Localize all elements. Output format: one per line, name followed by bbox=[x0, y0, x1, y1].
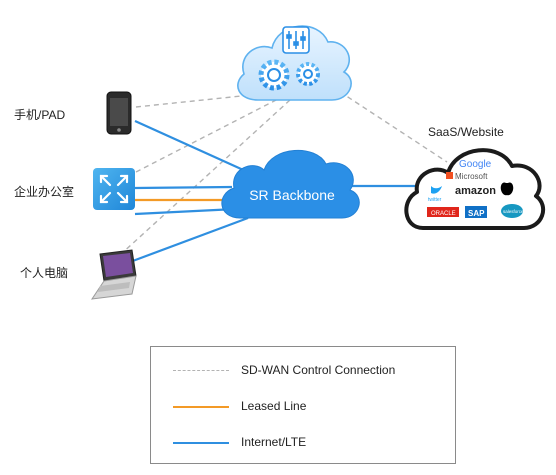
saas-label: SaaS/Website bbox=[428, 125, 504, 139]
internet-line-office-lower bbox=[134, 207, 237, 216]
router-icon bbox=[93, 168, 135, 210]
twitter-logo-icon bbox=[431, 186, 442, 194]
gear-icon bbox=[258, 59, 290, 91]
legend-label-leased: Leased Line bbox=[241, 399, 307, 413]
google-logo: Google bbox=[459, 159, 492, 170]
oracle-logo: ORACLE bbox=[431, 211, 456, 217]
control-line-saas bbox=[324, 81, 448, 163]
legend-item-control: SD-WAN Control Connection bbox=[151, 361, 455, 381]
saas-logos: Google Microsoft amazon twitter ORACLE S… bbox=[427, 159, 524, 218]
amazon-logo: amazon bbox=[455, 185, 496, 197]
salesforce-logo-bg bbox=[501, 204, 523, 218]
phone-icon bbox=[106, 91, 132, 135]
legend-blue-line bbox=[173, 442, 229, 444]
office-label: 企业办公室 bbox=[14, 185, 75, 199]
twitter-logo: twitter bbox=[428, 197, 442, 203]
backbone-cloud bbox=[221, 150, 360, 219]
backbone-label: SR Backbone bbox=[249, 187, 335, 203]
legend: SD-WAN Control Connection Leased Line In… bbox=[150, 346, 456, 464]
sap-logo-bg bbox=[465, 206, 487, 218]
legend-item-leased: Leased Line bbox=[151, 397, 455, 417]
sap-logo: SAP bbox=[468, 209, 485, 218]
pc-label: 个人电脑 bbox=[20, 266, 69, 280]
oracle-logo-bg bbox=[427, 207, 459, 217]
salesforce-logo: salesforce bbox=[503, 209, 524, 214]
config-panel-icon bbox=[282, 26, 310, 54]
data-connections bbox=[129, 119, 415, 264]
controller-cloud-icon bbox=[237, 25, 352, 101]
microsoft-logo: Microsoft bbox=[455, 172, 488, 181]
legend-label-internet: Internet/LTE bbox=[241, 435, 307, 449]
apple-logo-icon bbox=[500, 182, 514, 196]
microsoft-logo-icon bbox=[446, 172, 453, 179]
legend-dashed-line bbox=[173, 370, 229, 371]
internet-line-pc bbox=[129, 216, 249, 264]
legend-item-internet: Internet/LTE bbox=[151, 433, 455, 453]
legend-orange-line bbox=[173, 406, 229, 408]
control-line-office bbox=[135, 97, 281, 173]
laptop-icon bbox=[90, 249, 137, 300]
gear-small-icon bbox=[296, 62, 320, 86]
control-line-pc bbox=[119, 99, 291, 256]
legend-label-control: SD-WAN Control Connection bbox=[241, 363, 396, 377]
internet-line-phone bbox=[134, 119, 251, 175]
phone-label: 手机/PAD bbox=[14, 108, 66, 122]
internet-line-office-upper bbox=[134, 185, 233, 190]
